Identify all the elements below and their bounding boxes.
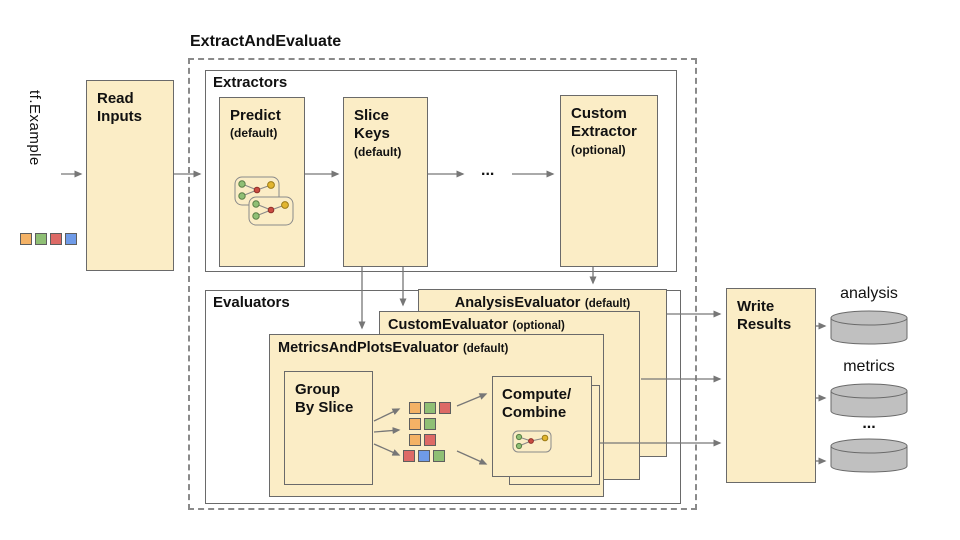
slice-keys-extractor-qualifier: (default) [354, 144, 402, 159]
other-database-icon [830, 438, 908, 473]
analysis-output-label: analysis [840, 285, 898, 302]
write-results-box: Write Results [726, 288, 816, 483]
read-inputs-label: Read Inputs [97, 90, 142, 126]
analysis-evaluator-name: AnalysisEvaluator [454, 295, 581, 311]
compute-combine-box: Compute/ Combine [492, 376, 592, 477]
metrics-and-plots-evaluator-qualifier: (default) [462, 343, 509, 355]
write-results-label: Write Results [737, 298, 792, 334]
analysis-database-icon [830, 310, 908, 345]
evaluators-label: Evaluators [213, 294, 290, 311]
predict-extractor-qualifier: (default) [230, 126, 278, 141]
sliced-examples-icon [403, 402, 454, 466]
metrics-and-plots-evaluator-name: MetricsAndPlotsEvaluator [278, 340, 459, 356]
group-by-slice-label: Group By Slice [295, 381, 354, 417]
tf-example-label: tf.Example [26, 90, 43, 166]
custom-evaluator-qualifier: (optional) [512, 320, 565, 332]
extract-and-evaluate-boundary [188, 58, 697, 510]
slice-keys-extractor-box: Slice Keys (default) [343, 97, 428, 267]
combine-graph-icon [512, 430, 552, 453]
slice-keys-extractor-name: Slice Keys [354, 107, 390, 143]
predict-extractor-box: Predict (default) [219, 97, 305, 267]
custom-evaluator-name: CustomEvaluator [388, 317, 509, 333]
custom-extractor-box: Custom Extractor (optional) [560, 95, 658, 267]
metrics-database-icon [830, 383, 908, 418]
custom-extractor-qualifier: (optional) [571, 142, 626, 157]
predict-extractor-name: Predict [230, 107, 281, 124]
model-graph-icon [234, 176, 294, 226]
diagram-title: ExtractAndEvaluate [190, 33, 342, 50]
analysis-evaluator-qualifier: (default) [584, 298, 631, 310]
outputs-ellipsis: ... [862, 415, 876, 432]
extractors-ellipsis: ... [481, 162, 495, 179]
read-inputs-box: Read Inputs [86, 80, 174, 271]
compute-combine-label: Compute/ Combine [502, 386, 572, 422]
group-by-slice-box: Group By Slice [284, 371, 373, 485]
extractors-label: Extractors [213, 74, 288, 91]
tf-example-records-icon [20, 233, 80, 249]
metrics-output-label: metrics [843, 358, 895, 375]
custom-extractor-name: Custom Extractor [571, 105, 637, 141]
